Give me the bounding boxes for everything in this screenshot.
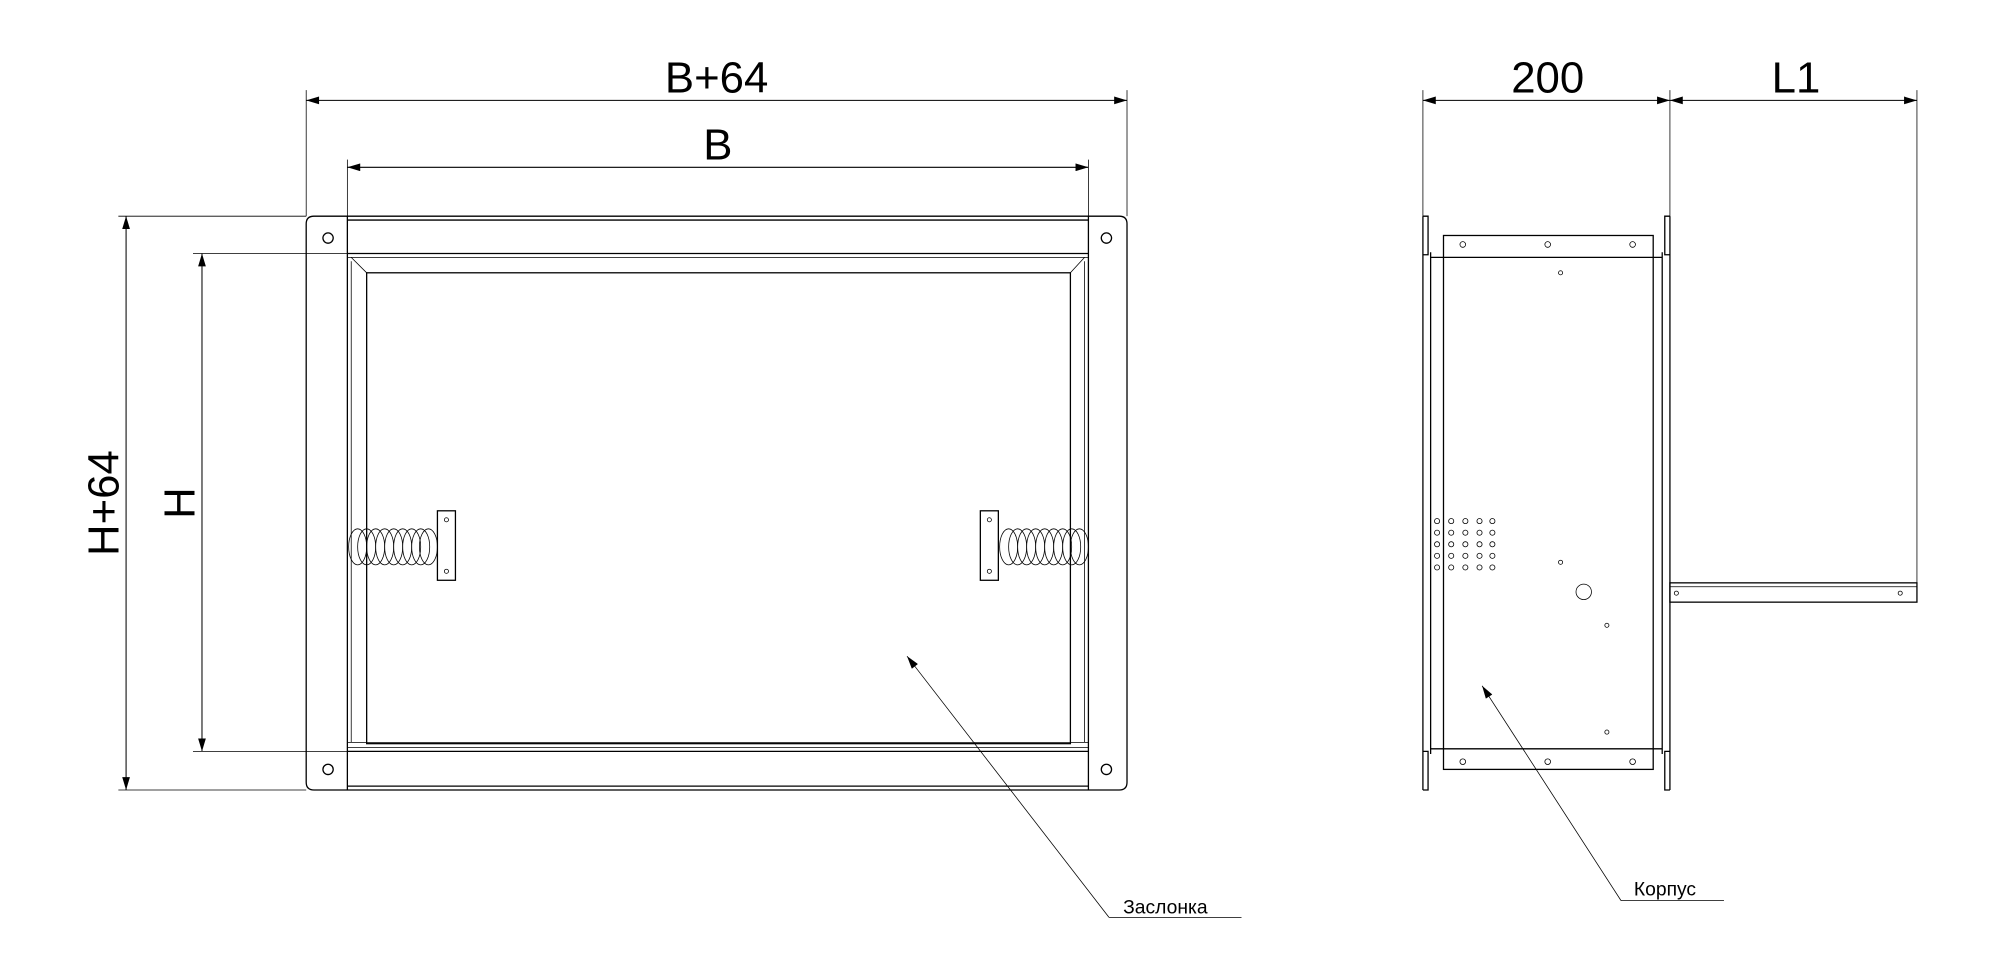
actuator-rod bbox=[1669, 582, 1918, 603]
dim-inner-height-label: H bbox=[155, 487, 204, 519]
dim-outer-width: B+64 bbox=[305, 54, 1128, 217]
callout-damper: Заслонка bbox=[906, 655, 1242, 918]
perforation-grid bbox=[1434, 518, 1496, 571]
dim-inner-width: B bbox=[346, 121, 1089, 254]
spring-right bbox=[979, 510, 1089, 581]
mount-hole bbox=[1100, 232, 1113, 244]
dim-outer-height: H+64 bbox=[79, 215, 307, 791]
mount-hole bbox=[322, 232, 334, 244]
front-view: B+64 B H+64 H bbox=[79, 54, 1242, 918]
dim-rod-length: L1 bbox=[1669, 54, 1918, 583]
flange-frame bbox=[305, 215, 1128, 791]
dim-outer-width-label: B+64 bbox=[665, 54, 768, 103]
dim-body-depth-label: 200 bbox=[1511, 54, 1584, 103]
dim-inner-width-label: B bbox=[703, 121, 732, 170]
damper-blade bbox=[350, 257, 1085, 745]
housing bbox=[1422, 215, 1671, 791]
dim-inner-height: H bbox=[155, 253, 348, 752]
callout-housing: Корпус bbox=[1481, 685, 1724, 902]
callout-housing-label: Корпус bbox=[1634, 879, 1697, 900]
side-view: 200 L1 bbox=[1422, 54, 1918, 902]
spring-left bbox=[348, 510, 457, 581]
dim-body-depth: 200 bbox=[1422, 54, 1671, 217]
dim-rod-length-label: L1 bbox=[1772, 54, 1821, 103]
callout-damper-label: Заслонка bbox=[1123, 897, 1208, 918]
mount-hole bbox=[322, 763, 334, 776]
mount-hole bbox=[1100, 763, 1113, 776]
dim-outer-height-label: H+64 bbox=[79, 450, 128, 556]
